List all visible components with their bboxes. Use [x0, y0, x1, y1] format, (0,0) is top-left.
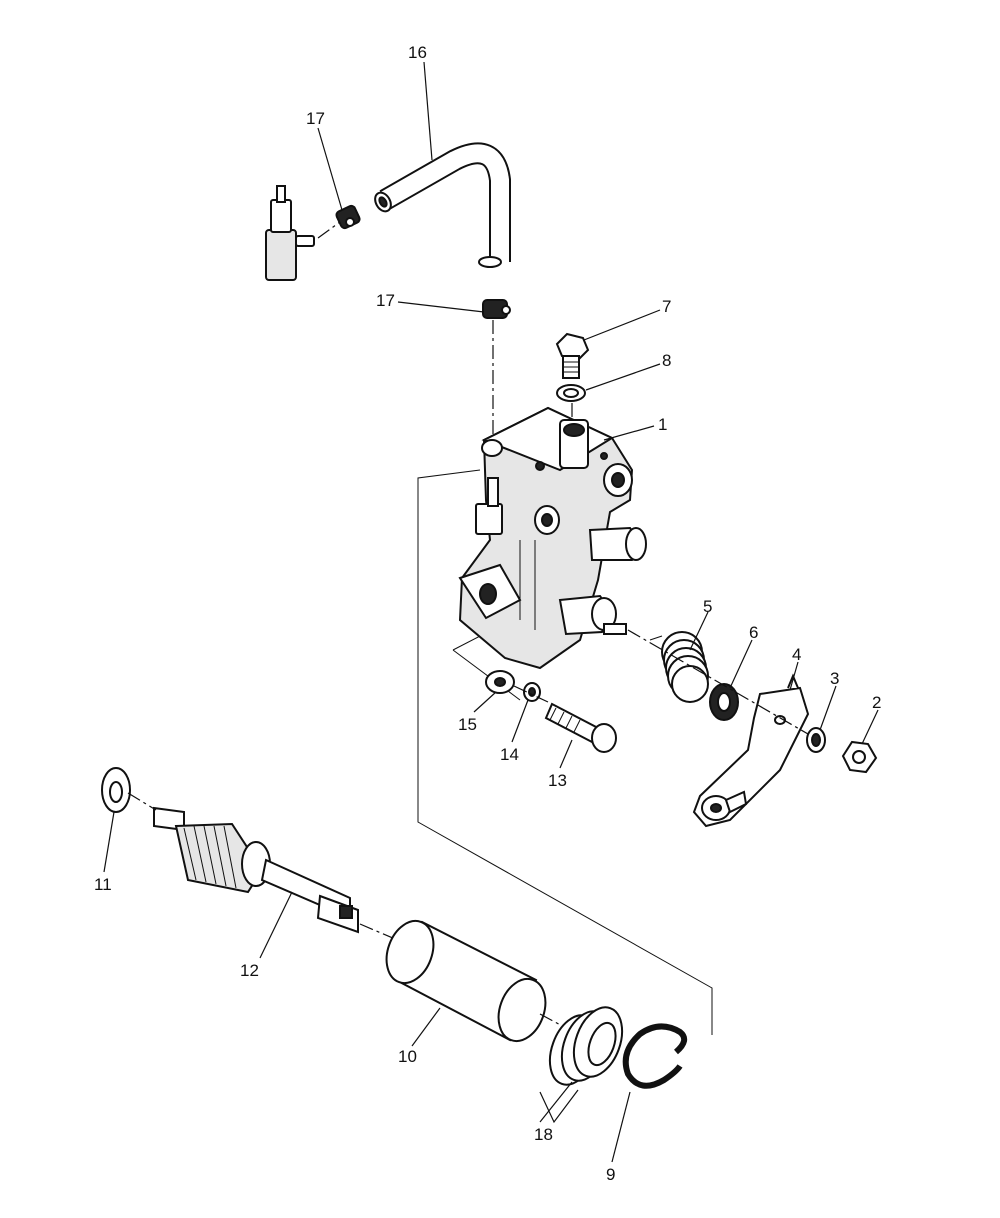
- return-spring: [649, 631, 709, 703]
- callout-3: 3: [830, 669, 839, 688]
- callout-16: 16: [408, 43, 427, 62]
- flat-washer: [485, 670, 515, 694]
- oil-seal-set: [548, 1006, 624, 1086]
- callout-2: 2: [872, 693, 881, 712]
- shaft-bushing: [385, 920, 547, 1042]
- callout-1: 1: [658, 415, 667, 434]
- callout-12: 12: [240, 961, 259, 980]
- bushing-seal-centerline: [539, 1013, 567, 1029]
- callout-17-upper: 17: [306, 109, 325, 128]
- callout-15: 15: [458, 715, 477, 734]
- callout-9: 9: [606, 1165, 615, 1184]
- callout-11: 11: [94, 875, 112, 894]
- oil-hose: [374, 142, 511, 268]
- tank-fitting: [265, 185, 341, 281]
- screw-centerline: [513, 685, 549, 703]
- screw-lock-washer: [523, 682, 541, 702]
- drive-shaft: [153, 806, 359, 934]
- hose-clamp-upper: [335, 204, 361, 230]
- sealing-washer: [556, 384, 586, 402]
- callout-10: 10: [398, 1047, 417, 1066]
- callout-6: 6: [749, 623, 758, 642]
- spacer-washer: [709, 683, 739, 721]
- hose-clamp-lower: [482, 299, 511, 319]
- callout-14: 14: [500, 745, 519, 764]
- leader-lines: [103, 61, 879, 1163]
- lock-washer: [806, 727, 826, 753]
- callout-7: 7: [662, 297, 671, 316]
- hex-nut: [841, 740, 878, 774]
- callout-8: 8: [662, 351, 671, 370]
- mounting-screw: [544, 702, 617, 753]
- lever-centerline: [627, 629, 809, 735]
- callout-labels: 1 2 3 4 5 6 7 8 9 10 11 12 13 14 15 16 1…: [94, 43, 881, 1184]
- shaft-washer-centerline: [127, 792, 157, 811]
- callout-13: 13: [548, 771, 567, 790]
- callout-17-lower: 17: [376, 291, 395, 310]
- control-lever: [692, 673, 810, 828]
- snap-ring: [622, 1023, 688, 1089]
- thrust-washer: [101, 767, 131, 813]
- oil-pump-body: [458, 406, 647, 670]
- callout-4: 4: [792, 645, 801, 664]
- callout-5: 5: [703, 597, 712, 616]
- callout-18: 18: [534, 1125, 553, 1144]
- banjo-bolt: [555, 332, 590, 379]
